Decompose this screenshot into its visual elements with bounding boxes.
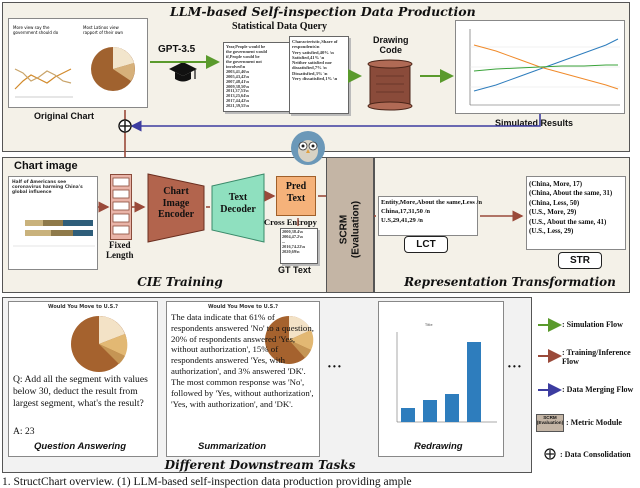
redrawing-label: Redrawing bbox=[414, 441, 463, 452]
redraw-bar-chart: Title bbox=[396, 323, 497, 423]
pred-text-label: Pred Text bbox=[285, 181, 307, 204]
fixed-length-label: Fixed Length bbox=[106, 240, 134, 260]
qa-question: Q: Add all the segment with values below… bbox=[13, 374, 148, 409]
gpt-label: GPT-3.5 bbox=[158, 44, 196, 55]
str-label: STR bbox=[558, 252, 602, 269]
svg-text:More view say the: More view say the bbox=[13, 25, 50, 30]
stat-table-2-text: Characteristic,Share of respondents\n Ve… bbox=[292, 39, 338, 81]
lct-card: Entity,More,About the same,Less /n China… bbox=[378, 196, 482, 236]
simulated-chart bbox=[469, 29, 620, 106]
downstream-title: Different Downstream Tasks bbox=[164, 458, 356, 472]
chart-image-bars bbox=[13, 220, 95, 247]
self-inspection-title: LLM-based Self-inspection Data Productio… bbox=[170, 4, 476, 19]
stat-table-1: Year,People would be the government woul… bbox=[223, 42, 297, 112]
original-chart-card: More view say the government should do M… bbox=[8, 18, 148, 108]
summarization-card: Would You Move to U.S.? The data indicat… bbox=[166, 301, 320, 457]
sum-chart-title: Would You Move to U.S.? bbox=[208, 304, 278, 310]
legend-training-flow: : Training/Inference Flow bbox=[562, 348, 631, 367]
sum-pie-chart bbox=[265, 315, 314, 364]
pred-text-box bbox=[276, 176, 316, 216]
token-stack-cells bbox=[112, 177, 130, 235]
chart-image-encoder-block bbox=[147, 173, 205, 243]
qa-answer: A: 23 bbox=[13, 426, 35, 437]
text-decoder-block bbox=[211, 173, 265, 243]
legend-merging-flow: : Data Merging Flow bbox=[562, 385, 634, 394]
summarization-label: Summarization bbox=[198, 441, 267, 452]
drawing-code-label: Drawing Code bbox=[373, 35, 409, 55]
str-text: (China, More, 17) (China, About the same… bbox=[529, 180, 613, 236]
svg-text:government should do: government should do bbox=[13, 30, 59, 35]
stat-query-title: Statistical Data Query bbox=[232, 21, 327, 32]
representation-title: Representation Transformation bbox=[404, 275, 616, 289]
gt-text-values: 2000,38.4\n 2004,47.2\n ... 2016,74.22\n… bbox=[282, 229, 305, 254]
svg-text:Title: Title bbox=[424, 323, 433, 327]
encoder-label: Chart Image Encoder bbox=[157, 186, 195, 220]
lct-label: LCT bbox=[404, 236, 448, 253]
legend-simulation-flow: : Simulation Flow bbox=[562, 320, 623, 329]
svg-text:rapport of their own: rapport of their own bbox=[83, 30, 124, 35]
svg-text:Most Latinos view: Most Latinos view bbox=[83, 25, 119, 30]
chart-image-heading: Half of Americans see coronavirus harmin… bbox=[12, 180, 83, 196]
simulated-results-card bbox=[455, 20, 625, 114]
simulated-results-label: Simulated Results bbox=[495, 118, 574, 128]
legend-arrows bbox=[538, 318, 562, 397]
redrawing-card: Title bbox=[378, 301, 504, 457]
ellipsis-1: • • • bbox=[328, 362, 341, 371]
scroll-icon bbox=[367, 59, 413, 111]
consolidation-icon bbox=[118, 119, 132, 133]
stat-table-1-text: Year,People would be the government woul… bbox=[226, 44, 268, 109]
cross-entropy-label: Cross Entropy bbox=[264, 217, 317, 227]
summary-text: The data indicate that 61% of respondent… bbox=[171, 312, 314, 409]
cie-training-title: CIE Training bbox=[137, 275, 223, 289]
top-flow-arrows bbox=[124, 55, 541, 158]
graduation-cap-icon bbox=[169, 62, 197, 82]
qa-chart-title: Would You Move to U.S.? bbox=[48, 304, 118, 310]
gt-text-card: 2000,38.4\n 2004,47.2\n ... 2016,74.22\n… bbox=[280, 228, 318, 264]
legend-metric-module: : Metric Module bbox=[566, 418, 622, 427]
cie-flow-arrows bbox=[98, 190, 326, 226]
ellipsis-2: • • • bbox=[508, 362, 521, 371]
legend-consolidation-icon bbox=[544, 448, 556, 460]
scrm-block bbox=[326, 157, 374, 293]
figure-caption: 1. StructChart overview. (1) LLM-based s… bbox=[2, 476, 412, 488]
decoder-label: Text Decoder bbox=[220, 192, 256, 215]
str-card: (China, More, 17) (China, About the same… bbox=[526, 176, 626, 250]
original-chart-thumbnails: More view say the government should do M… bbox=[11, 21, 135, 107]
legend: : Simulation Flow : Training/Inference F… bbox=[536, 310, 640, 470]
chart-image-card: Half of Americans see coronavirus harmin… bbox=[8, 176, 98, 270]
legend-scrm-box-text: SCRM (Evaluation) bbox=[536, 415, 564, 426]
stat-table-2: Characteristic,Share of respondents\n Ve… bbox=[289, 36, 349, 114]
gt-text-label: GT Text bbox=[278, 265, 311, 275]
qa-pie-chart bbox=[71, 316, 128, 372]
legend-consolidation: : Data Consolidation bbox=[560, 450, 631, 459]
qa-card: Would You Move to U.S.? Q: Add all the s… bbox=[8, 301, 158, 457]
owl-mascot-icon bbox=[291, 131, 325, 165]
representation-arrows bbox=[374, 210, 524, 222]
legend-scrm-box bbox=[536, 414, 564, 432]
qa-label: Question Answering bbox=[34, 441, 127, 452]
chart-image-label: Chart image bbox=[14, 160, 78, 172]
original-chart-label: Original Chart bbox=[34, 111, 95, 121]
